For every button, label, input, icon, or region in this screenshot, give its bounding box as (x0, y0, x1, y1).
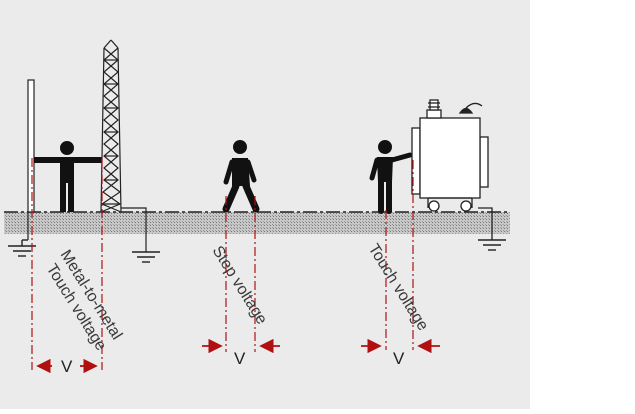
step-voltage-label: Step voltage (209, 243, 271, 328)
ground-symbol-left (8, 239, 36, 257)
v-label-middle: V (234, 349, 246, 368)
metal-pole (27, 79, 35, 240)
lattice-tower (100, 39, 147, 252)
ground-symbol-tower (132, 251, 160, 263)
person-touching-icon (369, 140, 413, 214)
transformer (411, 99, 493, 240)
ground-symbol-transformer (478, 239, 506, 251)
voltage-arrows (36, 338, 440, 374)
measurement-lines (31, 158, 414, 370)
person-arms-out-icon (34, 141, 102, 212)
person-walking-icon (222, 140, 260, 213)
touch-voltage-right-label: Touch voltage (365, 241, 432, 334)
v-label-right: V (393, 349, 405, 368)
ground-strip (4, 212, 510, 234)
v-label-left: V (61, 357, 73, 376)
voltage-diagram: V V V Metal-to-metal Touch voltage Step … (0, 0, 530, 409)
diagram-canvas: V V V Metal-to-metal Touch voltage Step … (4, 39, 510, 376)
